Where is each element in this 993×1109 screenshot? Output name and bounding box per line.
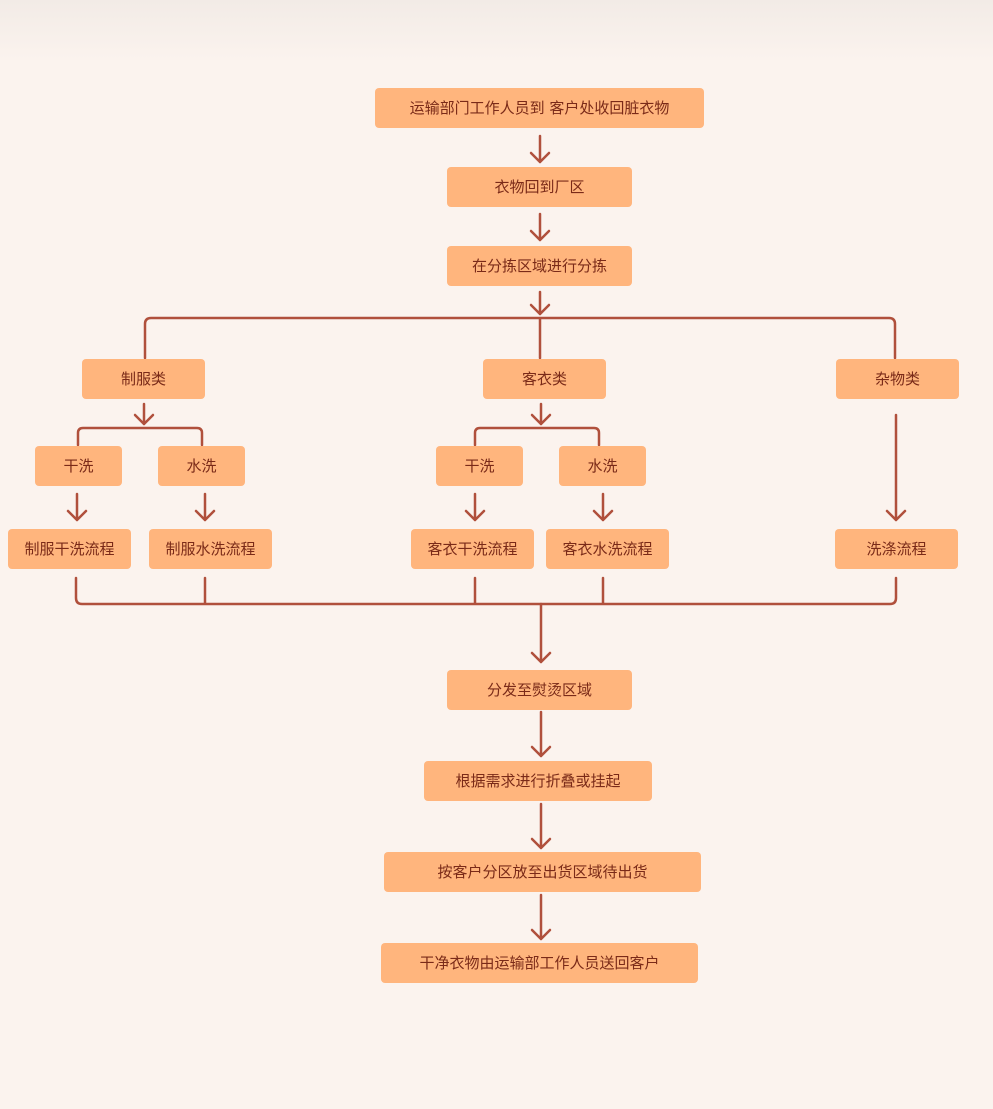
arrow-guest-wet [592,492,614,522]
node-uniform-dry-process: 制服干洗流程 [8,529,131,569]
node-guest-wet: 水洗 [559,446,646,486]
arrow-sort-to-branch [529,290,551,316]
node-stage: 按客户分区放至出货区域待出货 [384,852,701,892]
node-misc-process: 洗涤流程 [835,529,958,569]
branch-three-categories [143,316,897,360]
node-uniform-dry: 干洗 [35,446,122,486]
node-misc: 杂物类 [836,359,959,399]
node-collect: 运输部门工作人员到 客户处收回脏衣物 [375,88,704,128]
arrow-uniform-to-split [133,402,155,426]
arrow-uniform-dry [66,492,88,522]
arrow-uniform-wet [194,492,216,522]
node-guest-wet-process: 客衣水洗流程 [546,529,669,569]
arrow-collect-to-return [529,134,551,164]
arrow-misc-process [885,413,907,522]
node-deliver: 干净衣物由运输部工作人员送回客户 [381,943,698,983]
arrow-guest-dry [464,492,486,522]
node-guest: 客衣类 [483,359,606,399]
arrow-merge-to-ironing [530,602,552,664]
arrow-guest-to-split [530,402,552,426]
node-sort: 在分拣区域进行分拣 [447,246,632,286]
branch-guest-methods [473,426,601,447]
node-uniform-wet: 水洗 [158,446,245,486]
merge-processes [74,576,898,606]
background-wash [0,0,993,60]
node-guest-dry: 干洗 [436,446,523,486]
node-guest-dry-process: 客衣干洗流程 [411,529,534,569]
branch-uniform-methods [76,426,204,447]
node-uniform-wet-process: 制服水洗流程 [149,529,272,569]
node-uniform: 制服类 [82,359,205,399]
arrow-fold-to-stage [530,802,552,850]
arrow-stage-to-deliver [530,893,552,941]
node-ironing: 分发至熨烫区域 [447,670,632,710]
arrow-ironing-to-fold [530,710,552,758]
arrow-return-to-sort [529,212,551,242]
node-return-factory: 衣物回到厂区 [447,167,632,207]
node-fold: 根据需求进行折叠或挂起 [424,761,652,801]
